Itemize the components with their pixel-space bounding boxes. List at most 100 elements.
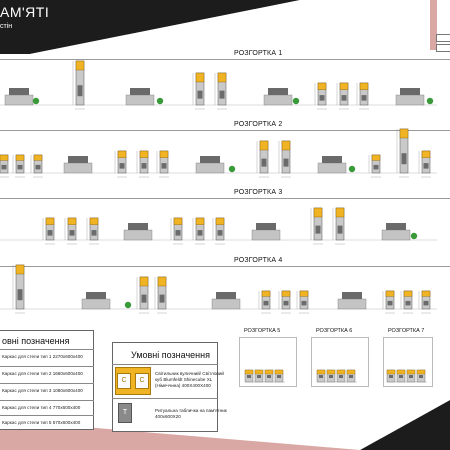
stele-cap — [244, 369, 254, 375]
memorial-plaque — [1, 164, 7, 170]
light-description: куб Blumfeldt Shinecube XL — [155, 377, 213, 382]
right-margin-strip — [437, 0, 450, 400]
legend-left-item: Каркас для стели тип 1 2270x600x400 — [2, 354, 83, 359]
memorial-plaque — [261, 158, 267, 167]
hint-box-1 — [436, 34, 450, 42]
hint-box-2 — [436, 44, 450, 52]
section-title-7: РОЗГОРТКА 7 — [388, 328, 425, 334]
stele-cap — [335, 207, 345, 218]
stele-cap — [274, 369, 284, 375]
memorial-plaque — [423, 163, 429, 169]
bench-seat — [386, 223, 406, 230]
stele-cap — [281, 140, 291, 151]
plaque-description: Ритуальна табличка на пам'ятник — [155, 408, 227, 413]
memorial-plaque — [141, 163, 147, 169]
header-subtitle: стін — [0, 23, 13, 30]
stele-cap — [326, 369, 336, 375]
memorial-plaque — [399, 375, 403, 378]
stele-cap — [139, 150, 149, 158]
plant — [124, 301, 132, 309]
section-divider — [0, 59, 450, 60]
memorial-plaque — [373, 164, 379, 170]
stele-cap — [313, 207, 323, 218]
memorial-plaque — [387, 300, 393, 306]
plaque-description: 400х600Х20 — [155, 414, 181, 419]
memorial-plaque — [217, 230, 223, 236]
bench-seat — [216, 292, 236, 299]
memorial-plaque — [283, 300, 289, 306]
section-title-2: РОЗГОРТКА 2 — [234, 121, 283, 128]
memorial-plaque — [161, 163, 167, 169]
bench-seat — [400, 88, 420, 95]
memorial-plaque — [247, 375, 251, 378]
memorial-plaque — [119, 163, 125, 169]
section-title-4: РОЗГОРТКА 4 — [234, 257, 283, 264]
bench-seat — [130, 88, 150, 95]
memorial-plaque — [175, 230, 181, 236]
memorial-plaque — [91, 230, 97, 236]
memorial-plaque — [349, 375, 353, 378]
plant — [228, 165, 236, 173]
stele-cap — [195, 72, 205, 83]
bench-seat — [322, 156, 342, 163]
stele-cap — [173, 217, 183, 225]
memorial-plaque — [267, 375, 271, 378]
memorial-plaque — [17, 164, 23, 170]
section-title-3: РОЗГОРТКА 3 — [234, 189, 283, 196]
memorial-plaque — [401, 153, 407, 165]
stele-cap — [421, 150, 431, 158]
stele-cap — [254, 369, 264, 375]
memorial-plaque — [283, 158, 289, 167]
section-divider — [0, 130, 450, 131]
memorial-plaque — [341, 95, 347, 101]
memorial-plaque — [329, 375, 333, 378]
bench-seat — [68, 156, 88, 163]
stele-cap — [259, 140, 269, 151]
stele-cap — [421, 290, 431, 297]
stele-cap — [316, 369, 326, 375]
stele-cap — [45, 217, 55, 225]
elevation-drawings — [0, 60, 437, 314]
memorial-plaque — [77, 85, 83, 97]
plant — [292, 97, 300, 105]
stele-cap — [215, 217, 225, 225]
memorial-plaque — [405, 300, 411, 306]
memorial-plaque — [319, 375, 323, 378]
memorial-plaque — [141, 294, 147, 303]
stele-cap — [396, 369, 406, 375]
plant — [410, 232, 418, 240]
section-divider — [0, 266, 450, 267]
memorial-plaque — [337, 225, 343, 234]
memorial-plaque — [301, 300, 307, 306]
memorial-plaque — [277, 375, 281, 378]
section-divider — [0, 198, 450, 199]
stele-cap — [75, 60, 85, 71]
memorial-plaque — [361, 95, 367, 101]
legend-separator — [0, 383, 94, 384]
stele-cap — [346, 369, 356, 375]
memorial-plaque — [257, 375, 261, 378]
stele-cap — [0, 154, 9, 161]
stele-cap — [89, 217, 99, 225]
stele-cap — [281, 290, 291, 297]
legend-left-item: Каркас для стели тип 2 1660x600x400 — [2, 371, 83, 376]
stele-cap — [416, 369, 426, 375]
stele-cap — [339, 82, 349, 90]
plant — [348, 165, 356, 173]
stele-cap — [139, 276, 149, 287]
stele-cap — [264, 369, 274, 375]
legend-left-title: овні позначення — [2, 336, 70, 346]
stele-cap — [359, 82, 369, 90]
memorial-plaque — [69, 230, 75, 236]
stele-cap — [336, 369, 346, 375]
plant — [426, 97, 434, 105]
memorial-plaque — [315, 225, 321, 234]
stele-cap — [371, 154, 381, 161]
stele-cap — [15, 264, 25, 275]
legend-left-item: Каркас для стели тип 5 570x600x400 — [2, 420, 81, 425]
light-description: (Німеччина) 400Х400Х400 — [155, 383, 211, 388]
memorial-plaque — [35, 164, 41, 170]
section-title-6: РОЗГОРТКА 6 — [316, 328, 353, 334]
memorial-plaque — [409, 375, 413, 378]
memorial-plaque — [339, 375, 343, 378]
